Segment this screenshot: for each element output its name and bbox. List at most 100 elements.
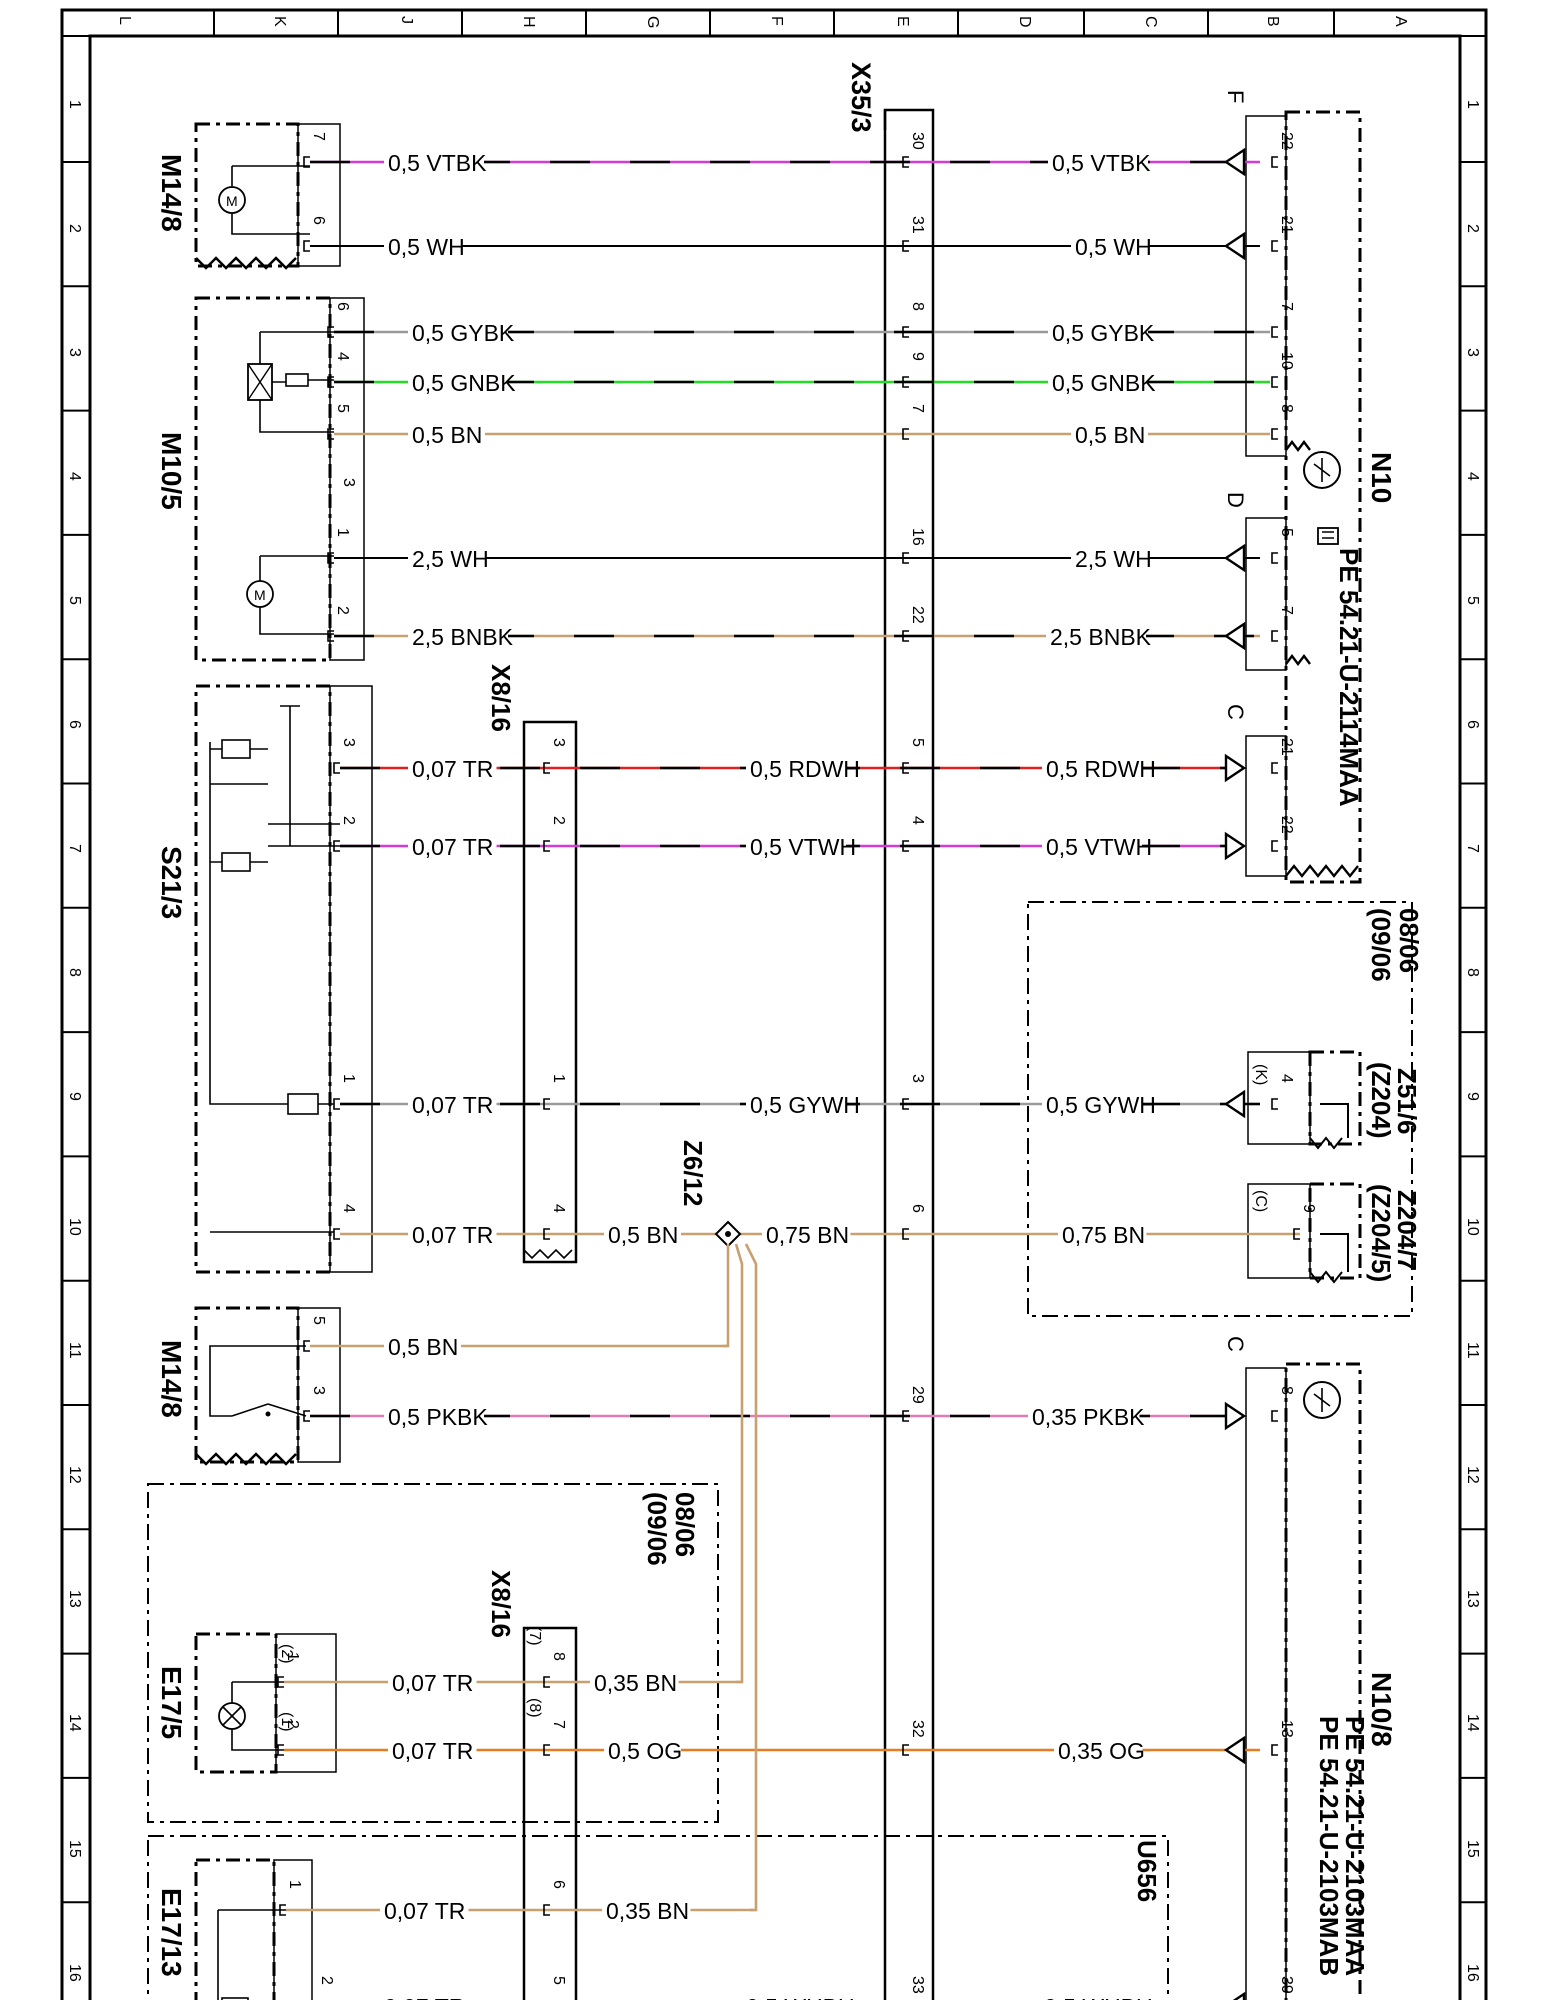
e17-13-label: E17/13 xyxy=(156,1888,187,1977)
pin-number: 9 xyxy=(1300,1204,1317,1213)
pin-number: 3 xyxy=(550,738,567,747)
column-label: J xyxy=(398,16,415,24)
pin-number: 1 xyxy=(550,1074,567,1083)
z51-6-label: Z51/6 xyxy=(1392,1068,1422,1135)
u656-label: U656 xyxy=(1132,1840,1162,1902)
pin-number: 32 xyxy=(909,1720,926,1738)
z51-k-pin: (K) xyxy=(1252,1064,1269,1085)
reference-hand-icon xyxy=(1317,527,1339,545)
condition-1-range: (09/06 xyxy=(1366,908,1396,982)
pin-number: 1 xyxy=(340,1074,357,1083)
column-label: D xyxy=(1016,16,1033,28)
x8-16-top-label: X8/16 xyxy=(486,664,516,732)
wire-label: 0,5 WH xyxy=(388,234,465,260)
row-label: 9 xyxy=(1464,1092,1481,1101)
wire-label: 0,07 TR xyxy=(392,1670,473,1696)
z204-c-pin: (C) xyxy=(1252,1190,1269,1212)
wire-label: 0,5 GYBK xyxy=(412,320,515,346)
wire-label: 0,5 RDWH xyxy=(750,756,860,782)
wire-label: 0,5 OG xyxy=(608,1738,682,1764)
row-label: 5 xyxy=(66,596,83,605)
pin-number: 2 xyxy=(284,1720,301,1729)
pin-number: 22 xyxy=(1278,132,1295,150)
row-label: 15 xyxy=(66,1840,83,1858)
splice-branch xyxy=(722,1244,730,1348)
arrow-icon xyxy=(1223,1735,1246,1765)
row-label: 13 xyxy=(1464,1590,1481,1608)
z51-z204-area: Z51/6 (Z204) Z204/7 (Z204/5) 08/06 (09/0… xyxy=(1027,901,1424,1317)
wire-label: 0,5 GNBK xyxy=(412,370,516,396)
pin-number: 21 xyxy=(1278,738,1295,756)
column-label: K xyxy=(271,16,288,27)
wire-label: 0,07 TR xyxy=(412,1092,493,1118)
pin-number: 4 xyxy=(334,352,351,361)
e17-5-pin1-alt: (1) xyxy=(278,1712,295,1732)
conn-C2-label: C xyxy=(1223,1336,1248,1352)
wire-label: 0,07 TR xyxy=(384,1994,465,2000)
svg-text:M: M xyxy=(226,193,238,209)
m10-5-motor: M 3 M10/5 xyxy=(156,296,365,662)
pin-number: 5 xyxy=(909,738,926,747)
row-label: 15 xyxy=(1464,1840,1481,1858)
arrow-icon xyxy=(1223,543,1246,573)
pin-number: 6 xyxy=(550,1880,567,1889)
column-label: B xyxy=(1264,16,1281,27)
pin-number: 33 xyxy=(909,1976,926,1994)
row-label: 14 xyxy=(1464,1714,1481,1732)
pin-number: 8 xyxy=(909,302,926,311)
arrow-icon xyxy=(1223,147,1246,177)
s21-3-label: S21/3 xyxy=(156,846,187,919)
pin-number: 16 xyxy=(909,528,926,546)
column-label: F xyxy=(768,16,785,26)
pin-number: 2 xyxy=(340,816,357,825)
row-label: 14 xyxy=(66,1714,83,1732)
column-label: H xyxy=(520,16,537,28)
wire-label: 0,5 WH xyxy=(1075,234,1152,260)
wire-label: 0,35 OG xyxy=(1058,1738,1145,1764)
pin-number: 30 xyxy=(909,132,926,150)
wire-label: 0,75 BN xyxy=(766,1222,849,1248)
row-label: 3 xyxy=(66,348,83,357)
svg-text:M: M xyxy=(254,587,266,603)
pin-number: 4 xyxy=(550,1204,567,1213)
n10-ref: PE 54.21-U-2114MAA xyxy=(1334,548,1364,807)
pin-alt-number: (8) xyxy=(526,1698,543,1718)
m14-8-top-motor: M M14/8 xyxy=(156,122,341,270)
arrow-icon xyxy=(1223,621,1246,651)
wire-label: 0,5 VTBK xyxy=(1052,150,1151,176)
wire-label: 0,35 PKBK xyxy=(1032,1404,1145,1430)
m10-5-label: M10/5 xyxy=(156,432,187,510)
pin-number: 22 xyxy=(1278,816,1295,834)
pin-number: 2 xyxy=(334,606,351,615)
pin-number: 29 xyxy=(909,1386,926,1404)
wire-label: 0,35 BN xyxy=(594,1670,677,1696)
wire-label: 2,5 BNBK xyxy=(1050,624,1152,650)
row-label: 11 xyxy=(66,1342,83,1359)
pin-number: 7 xyxy=(1278,606,1295,615)
row-label: 9 xyxy=(66,1092,83,1101)
wire-label: 0,75 BN xyxy=(1062,1222,1145,1248)
u656-area: E17/13 U656 xyxy=(147,1835,1169,2000)
pin-number: 22 xyxy=(909,606,926,624)
wire-label: 0,5 BN xyxy=(412,422,482,448)
row-label: 8 xyxy=(1464,968,1481,977)
row-label: 8 xyxy=(66,968,83,977)
pin-number: 3 xyxy=(340,738,357,747)
pin-number: 2 xyxy=(318,1976,335,1985)
x35-3-connector: X35/3 xyxy=(846,62,935,2000)
wire-label: 0,5 GNBK xyxy=(1052,370,1156,396)
z6-12-label: Z6/12 xyxy=(678,1140,708,1207)
wire-label: 0,5 GYWH xyxy=(1046,1092,1156,1118)
row-label: 5 xyxy=(1464,596,1481,605)
n10-8-ref2: PE 54.21-U-2103MAB xyxy=(1314,1716,1344,1976)
pin-number: 8 xyxy=(1278,404,1295,413)
wire-label: 0,5 BN xyxy=(388,1334,458,1360)
arrow-icon xyxy=(1224,1401,1247,1431)
conn-F-label: F xyxy=(1223,90,1248,103)
row-label: 16 xyxy=(66,1964,83,1982)
row-label: 3 xyxy=(1464,348,1481,357)
condition-1-date: 08/06 xyxy=(1394,908,1424,973)
pin-number: 7 xyxy=(909,404,926,413)
